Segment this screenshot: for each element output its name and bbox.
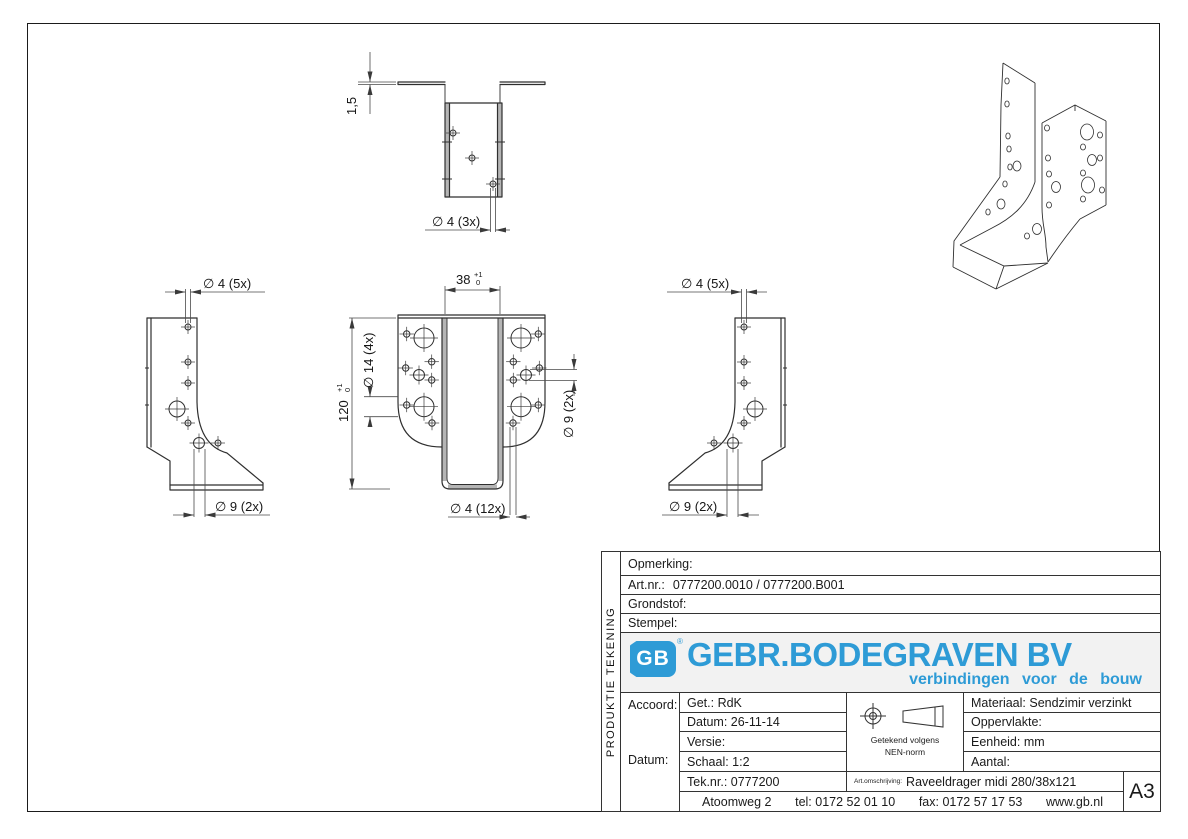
left-view-holes-top-label: ∅ 4 (5x) [203, 276, 251, 291]
right-view-geometry [662, 289, 787, 518]
top-view-dim-thickness: 1,5 [344, 52, 396, 115]
artnr-label: Art.nr.: [628, 578, 665, 592]
left-view-geometry [145, 317, 264, 491]
schaal-value: Schaal: 1:2 [687, 754, 750, 769]
left-view-holes-bottom-label: ∅ 9 (2x) [215, 499, 263, 514]
aantal-value: Aantal: [971, 754, 1010, 769]
cell-materiaal: Materiaal: Sendzimir verzinkt [963, 692, 1161, 713]
right-view-holes-top-label: ∅ 4 (5x) [681, 276, 729, 291]
front-view-dim-holes4: ∅ 4 (12x) [448, 427, 530, 520]
front-view-dim-height: 120 +1 0 [335, 317, 396, 490]
left-view-dim-top: ∅ 4 (5x) [165, 276, 265, 323]
iso-holes [985, 77, 1105, 240]
top-view-holes [446, 126, 500, 191]
front-height-label: 120 [336, 400, 351, 422]
front-view-holes-right-plate [505, 324, 547, 431]
front-height-tol-upper: +1 [335, 383, 344, 392]
top-thickness-label: 1,5 [344, 97, 359, 115]
front-view-holes-left-plate [398, 324, 440, 431]
artnr-value: 0777200.0010 / 0777200.B001 [672, 578, 845, 592]
web-link[interactable]: www.gb.nl [1046, 794, 1103, 809]
artoms-label: Art.omschrijving: [854, 778, 903, 785]
cell-aantal: Aantal: [963, 751, 1161, 772]
front-holes9-label: ∅ 9 (2x) [561, 390, 576, 438]
stempel-label: Stempel: [628, 616, 678, 630]
cell-schaal: Schaal: 1:2 [679, 751, 847, 772]
cell-art-omschrijving: Art.omschrijving: Raveeldrager midi 280/… [846, 771, 1124, 792]
front-width-tol-lower: 0 [476, 278, 480, 287]
opmerking-label: Opmerking: [628, 556, 693, 571]
nen-norm-text-line2: NEN-norm [884, 747, 926, 757]
versie-value: Versie: [687, 734, 726, 749]
front-view-dim-width: 38 +1 0 [444, 270, 501, 314]
artoms-value: Raveeldrager midi 280/38x121 [906, 774, 1077, 789]
front-view: 38 +1 0 120 +1 0 ∅ 14 (4x) ∅ 9 (2x) [335, 270, 577, 520]
accoord-label: Accoord: [628, 698, 678, 712]
sheet-border [27, 23, 1160, 812]
nen-norm-text-line1: Getekend volgens [870, 735, 940, 745]
fax-value: fax: 0172 57 17 53 [918, 794, 1023, 809]
isometric-view [952, 62, 1107, 290]
company-logo-band: GB ® GEBR.BODEGRAVEN BV verbindingen voo… [620, 632, 1161, 693]
front-height-tol-lower: 0 [343, 388, 352, 392]
front-holes14-label: ∅ 14 (4x) [361, 333, 376, 388]
row-grondstof: Grondstof: [620, 594, 1161, 614]
cell-getekend: Get.: RdK [679, 692, 847, 713]
front-view-dim-holes14: ∅ 14 (4x) [361, 333, 398, 428]
grondstof-label: Grondstof: [628, 597, 687, 611]
cell-teknr: Tek.nr.: 0777200 [679, 771, 847, 792]
cell-eenheid: Eenheid: mm [963, 731, 1161, 752]
projection-symbol [860, 703, 944, 729]
datum-label: Datum: [628, 753, 669, 767]
row-artnr: Art.nr.: 0777200.0010 / 0777200.B001 [620, 575, 1161, 595]
company-name: GEBR.BODEGRAVEN BV [687, 636, 1072, 673]
top-view: 1,5 ∅ 4 (3x) [344, 52, 546, 233]
paper-size-value: A3 [1129, 779, 1155, 803]
front-view-dim-holes9: ∅ 9 (2x) [529, 354, 577, 438]
teknr-value: Tek.nr.: 0777200 [687, 774, 780, 789]
right-view-holes-bottom-label: ∅ 9 (2x) [669, 499, 717, 514]
left-side-view: ∅ 4 (5x) ∅ 9 (2x) [145, 276, 270, 518]
company-tagline: verbindingen voor de bouw [909, 671, 1142, 688]
iso-geometry [952, 62, 1107, 290]
eenheid-value: Eenheid: mm [971, 734, 1045, 749]
top-holes-label: ∅ 4 (3x) [432, 214, 480, 229]
top-view-dim-holes: ∅ 4 (3x) [425, 188, 510, 233]
getekend-value: Get.: RdK [687, 695, 742, 710]
right-side-view: ∅ 4 (5x) ∅ 9 (2x) [662, 276, 787, 518]
gb-logo-icon: GB [630, 641, 676, 677]
cell-nen-norm: Getekend volgens NEN-norm [846, 692, 964, 772]
left-view-holes [165, 320, 225, 453]
front-width-tol-upper: +1 [474, 270, 483, 279]
cell-datum-value: Datum: 26-11-14 [679, 712, 847, 732]
top-view-geometry [397, 81, 546, 198]
row-stempel: Stempel: [620, 613, 1161, 633]
row-opmerking: Opmerking: [620, 551, 1161, 576]
front-holes4-label: ∅ 4 (12x) [450, 501, 505, 516]
datum-value: Datum: 26-11-14 [687, 715, 780, 729]
tel-value: tel: 0172 52 01 10 [795, 794, 896, 809]
address-value: Atoomweg 2 [702, 794, 772, 809]
cell-versie: Versie: [679, 731, 847, 752]
front-width-label: 38 [456, 272, 470, 287]
oppervlakte-value: Oppervlakte: [971, 715, 1042, 729]
title-block-side-strip: PRODUKTIE TEKENING [601, 551, 622, 812]
cell-accoord-datum: Accoord: Datum: [620, 692, 680, 812]
cell-address-row: Atoomweg 2 tel: 0172 52 01 10 fax: 0172 … [679, 791, 1124, 812]
cell-oppervlakte: Oppervlakte: [963, 712, 1161, 732]
left-view-dim-bottom: ∅ 9 (2x) [173, 449, 270, 518]
materiaal-value: Materiaal: Sendzimir verzinkt [971, 695, 1132, 710]
side-strip-label: PRODUKTIE TEKENING [605, 606, 618, 757]
paper-size-box: A3 [1123, 771, 1161, 812]
front-view-geometry [397, 314, 546, 490]
registered-mark: ® [677, 637, 683, 646]
